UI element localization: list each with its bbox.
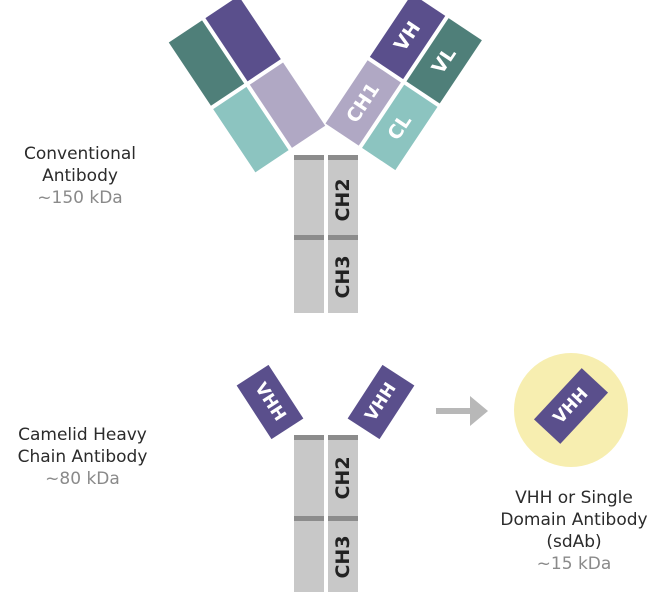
sdab-title-line3: (sdAb) [546, 532, 602, 552]
camelid-ch3-label: CH3 [332, 535, 354, 578]
camelid-left-vhh-domain [236, 364, 304, 440]
camelid-title-line2: Chain Antibody [17, 447, 148, 467]
camelid-ch2-label: CH2 [332, 456, 354, 499]
camelid-fc-top-band-right [328, 435, 358, 440]
camelid-left-vhh: VHH [236, 364, 304, 440]
sdab-title-line2: Domain Antibody [500, 510, 648, 530]
left-fab-ch1 [249, 62, 326, 148]
conventional-ch2-label: CH2 [332, 178, 354, 221]
conventional-fc: CH2 CH3 [294, 155, 358, 313]
arrow-to-sdab [436, 396, 488, 426]
conventional-antibody: CH2 CH3 VH CH1 VL CL [168, 0, 482, 313]
conventional-left-fab [168, 0, 326, 173]
camelid-right-vhh-domain [347, 364, 415, 440]
camelid-title-line1: Camelid Heavy [18, 425, 147, 445]
camelid-fc-hinge-band-left [294, 516, 324, 521]
sdab-weight: ~15 kDa [536, 554, 612, 574]
conventional-title-line1: Conventional [23, 144, 137, 164]
camelid-fc-top-band-left [294, 435, 324, 440]
camelid-fc-right-chain [328, 435, 358, 592]
right-fab-vh [369, 0, 446, 80]
right-fab-cl [362, 84, 438, 171]
conventional-weight: ~150 kDa [37, 188, 123, 208]
right-fab-vl [406, 18, 482, 104]
fc-right-chain [328, 155, 358, 313]
arrow-shaft [436, 408, 474, 414]
sdab-vhh-domain [533, 368, 609, 444]
sdab-title-line1: VHH or Single [515, 488, 633, 508]
camelid-antibody: CH2 CH3 VHH VHH [236, 364, 415, 592]
fc-top-band-left [294, 155, 324, 160]
sdab: VHH [514, 353, 628, 467]
conventional-ch3-label: CH3 [332, 255, 354, 298]
conventional-title-line2: Antibody [42, 166, 118, 186]
left-fab-vh [205, 0, 281, 82]
camelid-fc: CH2 CH3 [294, 435, 358, 592]
fc-top-band-right [328, 155, 358, 160]
conventional-right-fab: VH CH1 VL CL [325, 0, 482, 171]
sdab-label: VHH or Single Domain Antibody (sdAb) ~15… [494, 487, 654, 575]
camelid-label: Camelid Heavy Chain Antibody ~80 kDa [5, 424, 160, 490]
fc-left-chain [294, 155, 324, 313]
fc-hinge-band-left [294, 235, 324, 240]
left-fab-vl [168, 20, 245, 106]
camelid-fc-hinge-band-right [328, 516, 358, 521]
right-fab-ch1 [325, 60, 401, 146]
camelid-weight: ~80 kDa [45, 469, 120, 489]
left-fab-cl [213, 86, 289, 173]
camelid-right-vhh: VHH [347, 364, 415, 440]
fc-hinge-band-right [328, 235, 358, 240]
conventional-label: Conventional Antibody ~150 kDa [10, 143, 150, 209]
arrow-head [470, 396, 488, 426]
camelid-fc-left-chain [294, 435, 324, 592]
